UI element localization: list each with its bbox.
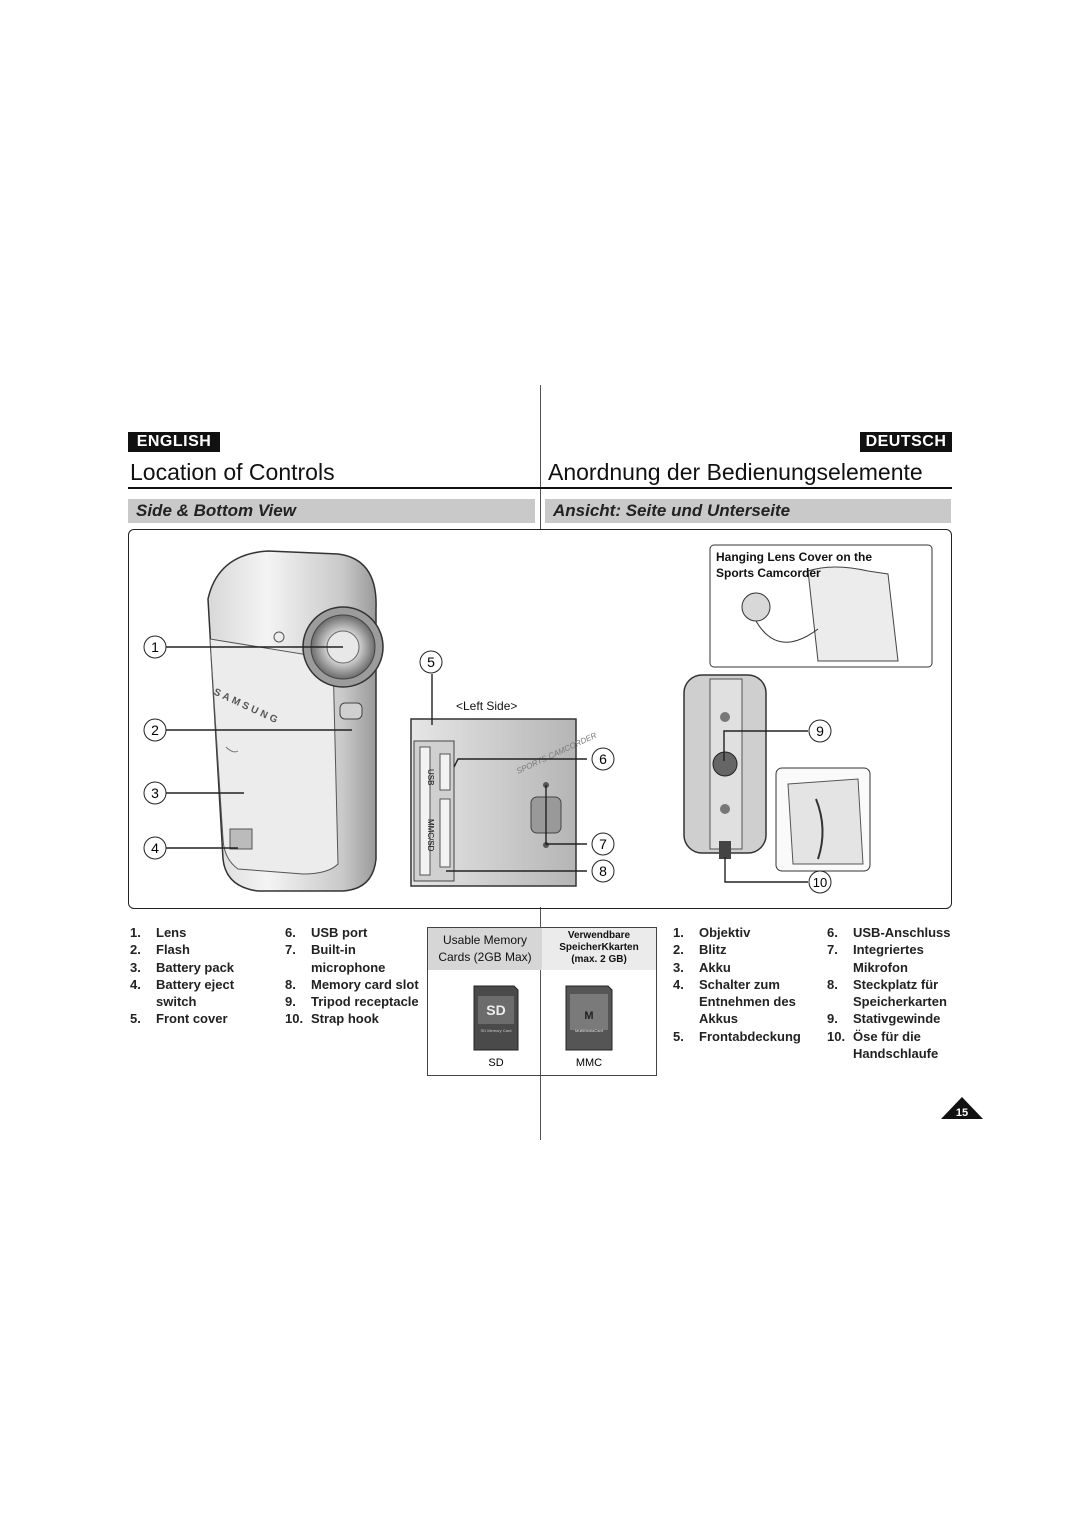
page-number-badge: 15 [941, 1097, 983, 1119]
german-list-col2: 6.USB-Anschluss 7.Integriertes Mikrofon … [827, 924, 952, 1062]
list-item: 1.Objektiv [673, 925, 751, 940]
strap-hook-detail [775, 767, 871, 872]
camcorder-left-side-view: USB MMC/SD SPORTS CAMCORDER [410, 718, 598, 887]
title-rule [128, 487, 952, 489]
callout-markers [143, 635, 832, 894]
list-item: 1.Lens [130, 925, 187, 940]
camcorder-front-view: SAMSUNG [207, 550, 384, 892]
callout-9: 9 [816, 723, 824, 739]
callout-3: 3 [151, 785, 159, 801]
callout-6: 6 [599, 751, 607, 767]
figure-frame [128, 529, 952, 909]
list-item: 3.Battery pack [130, 959, 235, 975]
callout-7: 7 [599, 836, 607, 852]
page-title-de: Anordnung der Bedienungselemente [548, 459, 923, 485]
inset-caption-line1: Hanging Lens Cover on the [716, 550, 872, 564]
list-item: 3.Akku [673, 959, 731, 975]
list-item: 6.USB port [285, 925, 368, 940]
list-item: 6.USB-Anschluss [827, 925, 951, 940]
callout-5: 5 [427, 654, 435, 670]
camcorder-bottom-view [683, 674, 767, 859]
subtitle-bar-de: Ansicht: Seite und Unterseite [545, 499, 951, 523]
svg-text:M: M [584, 1010, 593, 1022]
english-list-col1: 1.Lens 2.Flash 3.Battery pack 4.Battery … [130, 924, 270, 1028]
page-number: 15 [956, 1107, 968, 1119]
list-item: 9.Tripod receptacle [285, 994, 419, 1010]
list-item: Speicherkarten [853, 994, 947, 1010]
list-item: 9.Stativgewinde [827, 1011, 941, 1027]
list-item: Entnehmen des [699, 994, 796, 1010]
mmc-label: MMC [576, 1057, 602, 1069]
list-item: 4.Battery eject [130, 976, 235, 992]
list-item: Handschlaufe [853, 1046, 939, 1062]
callout-4: 4 [151, 840, 159, 856]
list-item: 7.Integriertes [827, 942, 924, 958]
list-item: 10.Öse für die [827, 1028, 921, 1044]
camcorder-illustration: SAMSUNG USB MMC/SD SPORTS CAMCORDER [143, 544, 933, 894]
list-item: 5.Front cover [130, 1011, 228, 1027]
page-title-en: Location of Controls [130, 459, 335, 485]
callout-2: 2 [151, 722, 159, 738]
center-divider-bottom [540, 907, 541, 1140]
left-side-label: <Left Side> [456, 699, 517, 713]
memory-card-box: Usable Memory Cards (2GB Max) Verwendbar… [427, 927, 657, 1076]
subtitle-de: Ansicht: Seite und Unterseite [553, 501, 791, 520]
sd-label: SD [488, 1057, 503, 1069]
list-item: 4.Schalter zum [673, 976, 780, 992]
list-item: microphone [311, 959, 386, 975]
lens-cover-inset [709, 544, 933, 668]
list-item: 5.Frontabdeckung [673, 1028, 801, 1044]
list-item: switch [156, 994, 197, 1010]
subtitle-bar-en: Side & Bottom View [128, 499, 535, 523]
usable-cards-de: Verwendbare SpeicherKkarten (max. 2 GB) [542, 928, 656, 970]
list-item: 7.Built-in [285, 942, 356, 958]
list-item: 8.Steckplatz für [827, 976, 939, 992]
list-item: 2.Flash [130, 942, 190, 958]
usb-slot-text: USB [426, 769, 435, 785]
list-item: 10.Strap hook [285, 1011, 379, 1027]
memory-card-images: SD SD Memory Card M MultiMediaCard SD MM… [473, 985, 613, 1069]
center-divider-top [540, 385, 541, 529]
deutsch-badge: DEUTSCH [860, 432, 952, 452]
mmc-slot-text: MMC/SD [426, 819, 435, 852]
mmc-card-icon: M MultiMediaCard [565, 985, 613, 1051]
english-badge: ENGLISH [128, 432, 220, 452]
leader-lines [166, 646, 808, 883]
list-item: 2.Blitz [673, 942, 727, 958]
list-item: Mikrofon [853, 959, 908, 975]
list-item: Akkus [699, 1011, 739, 1027]
subtitle-en: Side & Bottom View [136, 501, 296, 520]
callout-1: 1 [151, 639, 159, 655]
callout-numbers: 1 2 3 4 5 6 7 8 9 10 [151, 639, 827, 890]
svg-text:MultiMediaCard: MultiMediaCard [575, 1028, 603, 1033]
callout-8: 8 [599, 863, 607, 879]
inset-caption-line2: Sports Camcorder [716, 566, 821, 580]
svg-text:SD Memory Card: SD Memory Card [481, 1028, 512, 1033]
german-list-col1: 1.Objektiv 2.Blitz 3.Akku 4.Schalter zum… [673, 924, 813, 1045]
svg-text:SD: SD [486, 1002, 505, 1018]
sd-card-icon: SD SD Memory Card [473, 985, 519, 1051]
usable-cards-en: Usable Memory Cards (2GB Max) [428, 928, 542, 970]
list-item: 8.Memory card slot [285, 976, 419, 992]
callout-10: 10 [813, 875, 827, 890]
english-list-col2: 6.USB port 7.Built-in microphone 8.Memor… [285, 924, 425, 1028]
